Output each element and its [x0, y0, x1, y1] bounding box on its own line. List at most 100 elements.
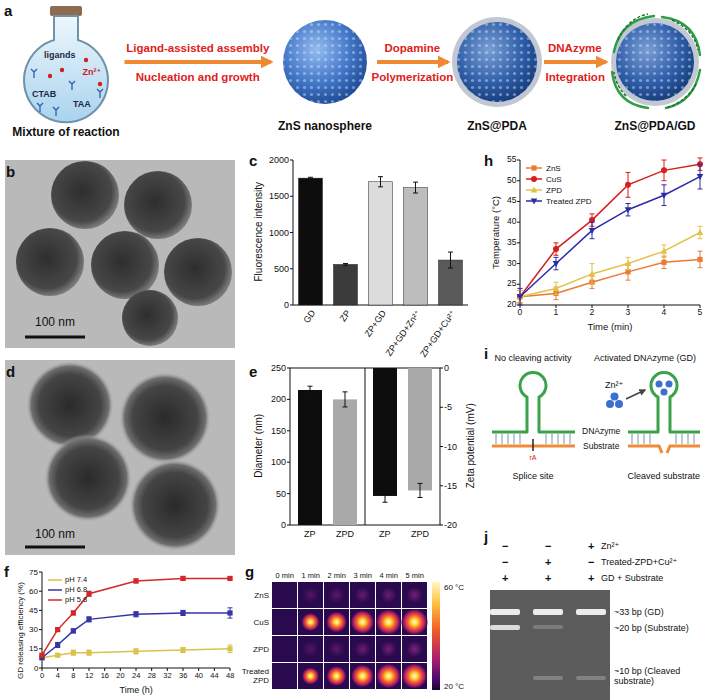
axis-title: Zeta potential (mV): [464, 403, 476, 488]
axis-line: [517, 284, 520, 285]
nanosphere-gd: [611, 14, 700, 108]
flask: [24, 6, 108, 122]
legend-line: [48, 579, 62, 581]
tick-label: 75: [29, 568, 38, 577]
bar: [404, 188, 428, 305]
data-marker: [661, 248, 668, 254]
tick-label: 55: [507, 155, 516, 165]
figure-part: [452, 17, 542, 107]
error-bar: [662, 244, 667, 245]
reagent-label: CTAB: [32, 89, 56, 99]
data-line: [42, 578, 230, 655]
gel-label: ~33 bp (GD): [614, 607, 664, 617]
error-bar: [228, 652, 233, 653]
figure-part: [122, 290, 178, 346]
plot-frame: [290, 368, 440, 525]
error-bar: [662, 257, 667, 258]
error-bar: [420, 483, 421, 497]
thermal-cell: [376, 609, 401, 635]
lane-sign: +: [545, 572, 551, 585]
column-label: 5 min: [406, 572, 424, 581]
panel-letter: a: [4, 2, 12, 19]
data-marker: [55, 653, 60, 658]
axis-line: [517, 201, 520, 202]
error-bar: [380, 177, 381, 187]
figure-part: [532, 439, 534, 451]
figure-part: [283, 20, 367, 104]
lane-sign: −: [545, 540, 551, 553]
error-bar: [662, 180, 667, 181]
scheme-label: DNAzyme: [582, 427, 620, 437]
tick-label: 36: [179, 672, 187, 681]
tick-label: 40: [195, 672, 203, 681]
data-marker: [227, 610, 232, 615]
error-bar: [554, 255, 559, 256]
tick-label: 50: [276, 489, 286, 499]
data-marker: [133, 649, 138, 654]
scheme-label: Zn²⁺: [605, 380, 623, 390]
thermal-cell: [350, 582, 375, 608]
axis-line: [287, 430, 290, 431]
error-bar: [626, 280, 631, 281]
axis-line: [520, 305, 700, 306]
tick-label: 60: [29, 587, 38, 596]
tick-label: -15: [444, 481, 457, 491]
error-bar: [698, 164, 703, 165]
error-bar: [450, 252, 451, 268]
process-arrow: [544, 60, 606, 64]
error-bar: [518, 305, 523, 306]
axis-line: [39, 572, 42, 573]
axis-line: [440, 525, 443, 526]
category-label: GD: [301, 308, 317, 325]
thermal-cell: [402, 663, 427, 689]
figure-part: [51, 161, 119, 229]
axis-line: [39, 629, 42, 630]
panel-letter: d: [6, 363, 15, 380]
lane-sign: +: [545, 556, 551, 569]
thermal-spot: [355, 587, 371, 603]
thermal-spot: [351, 665, 373, 687]
category-label: ZP: [337, 308, 352, 323]
figure-part: [129, 459, 221, 551]
tick-label: 8: [71, 672, 75, 681]
figure-part: [632, 434, 694, 444]
data-line: [520, 177, 700, 297]
thermal-cell: [402, 582, 427, 608]
data-marker: [180, 576, 185, 581]
category-label: ZPD: [411, 529, 429, 539]
error-bar: [308, 393, 313, 394]
figure-part: [576, 609, 606, 615]
thermal-cell: [402, 636, 427, 662]
figure-part: [98, 82, 102, 86]
thermal-cell: [324, 663, 349, 689]
figure-part: [283, 20, 367, 104]
error-bar: [626, 215, 631, 216]
error-bar: [518, 288, 523, 289]
data-marker: [180, 647, 185, 652]
scheme-label: Cleaved substrate: [628, 471, 701, 481]
tick-label: 1: [554, 308, 559, 318]
figure-part: [25, 336, 85, 339]
legend-label: ZnS: [546, 164, 561, 173]
figure-part: [667, 446, 700, 453]
error-bar: [698, 251, 703, 252]
axis-line: [365, 368, 366, 525]
error-bar: [383, 502, 388, 503]
figure-part: [5, 360, 235, 555]
figure-part: [628, 372, 700, 432]
figure-part: [26, 361, 114, 449]
tick-label: 48: [226, 672, 234, 681]
error-bar: [343, 263, 348, 264]
data-line: [42, 613, 230, 658]
axis-line: [39, 610, 42, 611]
figure-part: [656, 381, 663, 388]
data-marker: [86, 591, 91, 596]
figure-part: [44, 434, 132, 522]
error-bar: [626, 172, 631, 173]
panel-letter: i: [484, 345, 488, 362]
bar: [299, 178, 323, 305]
data-marker: [661, 193, 668, 199]
category-label: ZP: [379, 529, 391, 539]
data-marker: [71, 650, 76, 655]
axis-line: [440, 446, 443, 447]
